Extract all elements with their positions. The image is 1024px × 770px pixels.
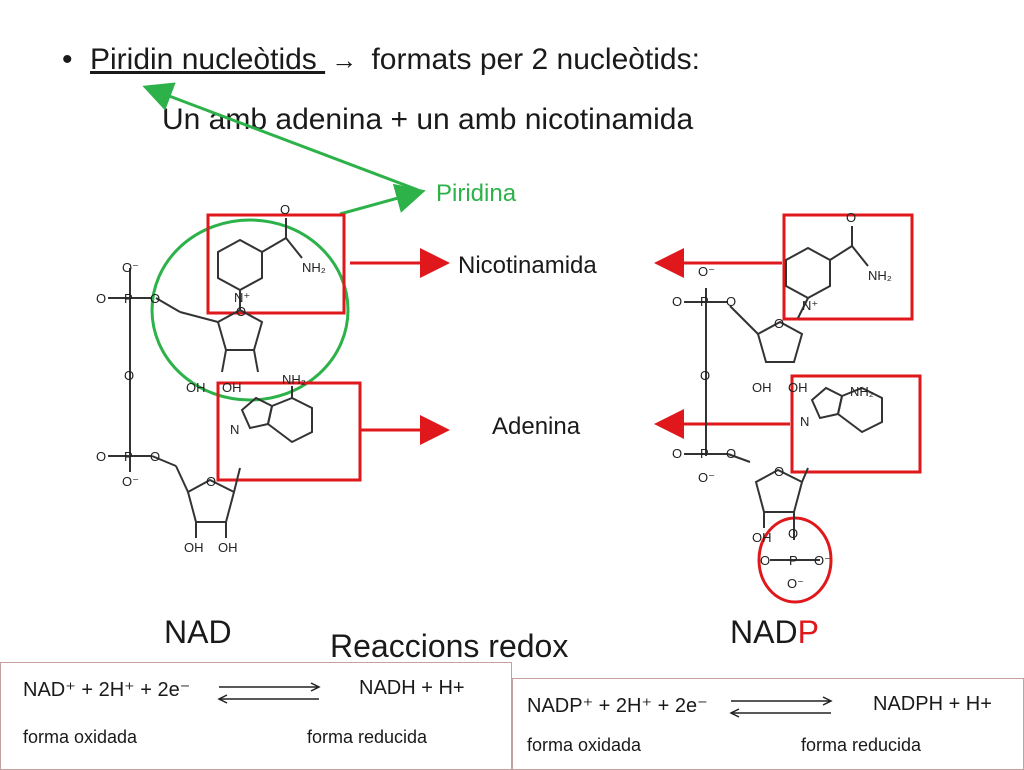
nadp-ribose-1	[756, 320, 804, 363]
nadp-o-ribose-1: O	[774, 316, 784, 331]
nadp-o-right-2: O	[726, 446, 736, 461]
nad-o-bridge: O	[124, 368, 134, 383]
nadp-o-left-1: O	[672, 294, 682, 309]
label-piridina: Piridina	[436, 180, 517, 207]
nad-o-left-1: O	[96, 291, 106, 306]
nad-p-1: P	[124, 291, 133, 306]
label-nicotinamida: Nicotinamida	[458, 252, 597, 279]
nadp-o-top: O⁻	[698, 264, 715, 279]
nadp-oh-1b: OH	[788, 380, 808, 395]
nad-o-right-1: O	[150, 291, 160, 306]
nadp-o-right-1: O	[726, 294, 736, 309]
nadp-phosphate-o-bottom: O⁻	[787, 576, 804, 591]
nadp-equation-box: NADP⁺ + 2H⁺ + 2e⁻ NADPH + H+ forma oxida…	[512, 678, 1024, 770]
nadp-eq-right-sub: forma reducida	[801, 735, 922, 755]
nadp-ribose-2	[754, 468, 804, 513]
nadp-o-amide: O	[846, 210, 856, 225]
nad-nicotinamide-box	[206, 213, 346, 315]
label-nadp: NADP	[730, 614, 819, 651]
nadp-oh-2: OH	[752, 530, 772, 545]
green-arrow-to-heading	[142, 82, 419, 192]
nad-nh2-top: NH₂	[302, 260, 326, 275]
nad-equilibrium-arrows	[217, 682, 321, 704]
nadp-n-adenine: N	[800, 414, 809, 429]
nadp-o-bridge: O	[700, 368, 710, 383]
nadp-eq-left-sub: forma oxidada	[527, 735, 642, 755]
nad-ribose-1	[216, 308, 264, 351]
nad-o-left-2: O	[96, 449, 106, 464]
nadp-n-plus: N⁺	[802, 298, 818, 313]
nad-oh-2a: OH	[184, 540, 204, 555]
nad-n-plus: N⁺	[234, 290, 250, 305]
nad-o-ribose-2: O	[206, 474, 216, 489]
bullet: •	[62, 43, 73, 76]
label-nadp-suffix: P	[797, 614, 819, 650]
nadp-eq-product: NADPH + H+	[873, 693, 992, 715]
nadp-nh2-adenine: NH₂	[850, 384, 874, 399]
nad-o-amide: O	[280, 202, 290, 217]
label-reaccions-redox: Reaccions redox	[330, 628, 569, 664]
heading-line-1: • Piridin nucleòtids → formats per 2 nucl…	[62, 40, 700, 80]
nad-oh-1b: OH	[222, 380, 242, 395]
nadp-adenine-box	[790, 374, 922, 474]
nadp-phosphate-o-right: O⁻	[814, 553, 831, 568]
nad-eq-product: NADH + H+	[359, 677, 465, 699]
green-arrow-from-circle	[339, 183, 426, 216]
nadp-o-ribose-2: O	[774, 464, 784, 479]
nad-n-adenine: N	[230, 422, 239, 437]
nadp-nh2-top: NH₂	[868, 268, 892, 283]
nad-o-top: O⁻	[122, 260, 139, 275]
heading-term: Piridin nucleòtids	[90, 43, 326, 76]
nadp-phosphate-o-left: O	[760, 553, 770, 568]
nad-p-2: P	[124, 449, 133, 464]
nadp-o-left-2: O	[672, 446, 682, 461]
label-nadp-prefix: NAD	[730, 614, 798, 650]
nadp-oh-1a: OH	[752, 380, 772, 395]
nad-o-bottom: O⁻	[122, 474, 139, 489]
label-adenina: Adenina	[492, 413, 581, 440]
heading-rest: formats per 2 nucleòtids:	[363, 43, 700, 76]
nad-equation-box: NAD⁺ + 2H⁺ + 2e⁻ NADH + H+ forma oxidada…	[0, 662, 512, 770]
nadp-phosphate-o-top: O	[788, 526, 798, 541]
nadp-equilibrium-arrows	[729, 696, 833, 718]
nad-o-right-2: O	[150, 449, 160, 464]
nadp-eq-reactant: NADP⁺ + 2H⁺ + 2e⁻	[527, 695, 708, 717]
nad-oh-2b: OH	[218, 540, 238, 555]
nad-eq-reactant: NAD⁺ + 2H⁺ + 2e⁻	[23, 679, 191, 701]
nadp-nicotinamide-box	[782, 213, 914, 321]
nadp-p-1: P	[700, 294, 709, 309]
nad-eq-left-sub: forma oxidada	[23, 727, 138, 747]
nadp-o-bottom: O⁻	[698, 470, 715, 485]
nad-o-ribose-1: O	[236, 304, 246, 319]
label-nad: NAD	[164, 614, 232, 650]
nadp-phosphate-p: P	[789, 553, 798, 568]
heading-line-2: Un amb adenina + un amb nicotinamida	[162, 103, 694, 136]
nadp-pyrimidine	[836, 386, 883, 434]
nadp-p-2: P	[700, 446, 709, 461]
nad-oh-1a: OH	[186, 380, 206, 395]
nad-ribose-2	[186, 478, 236, 523]
nad-nh2-adenine: NH₂	[282, 372, 306, 387]
nadp-pyridine-ring	[785, 246, 831, 300]
arrow-right-icon: →	[331, 45, 358, 75]
nad-eq-right-sub: forma reducida	[307, 727, 428, 747]
pyridine-green-circle	[150, 218, 350, 402]
